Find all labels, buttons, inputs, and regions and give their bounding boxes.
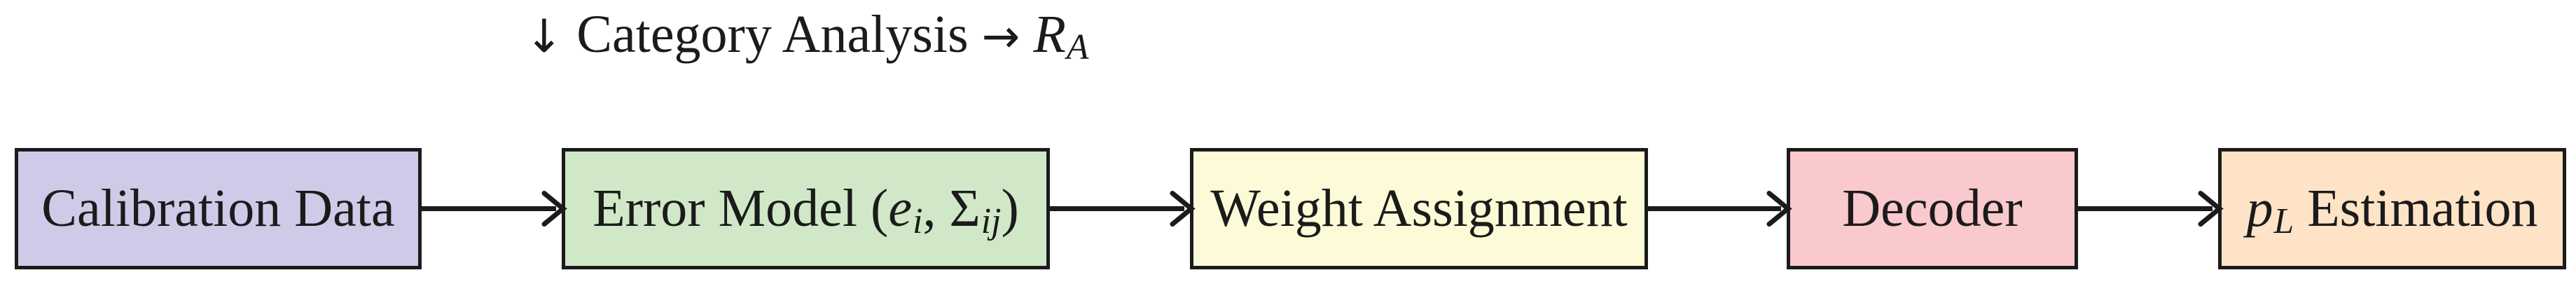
box-label: Weight Assignment	[1210, 179, 1628, 238]
label-separator: ,	[922, 179, 950, 238]
flow-box-pl-estimation: pL Estimation	[2218, 148, 2566, 269]
box-label: Decoder	[1842, 179, 2023, 238]
math-subscript-L: L	[2273, 201, 2294, 242]
math-var-e: e	[888, 179, 913, 238]
math-subscript-ij: ij	[981, 201, 1002, 242]
flow-box-calibration-data: Calibration Data	[15, 148, 422, 269]
flow-box-error-model: Error Model (ei, Σij)	[562, 148, 1050, 269]
label-text: )	[1001, 179, 1019, 238]
annotation-label: Category Analysis	[576, 5, 969, 64]
box-label: Error Model (ei, Σij)	[593, 178, 1019, 242]
box-label: Calibration Data	[41, 179, 395, 238]
flow-box-decoder: Decoder	[1787, 148, 2078, 269]
down-arrow-icon: ↓	[525, 10, 564, 63]
math-var-p: p	[2246, 179, 2273, 238]
math-subscript-A: A	[1066, 27, 1089, 68]
flow-box-weight-assignment: Weight Assignment	[1190, 148, 1648, 269]
flow-arrow	[2077, 191, 2224, 227]
math-sigma: Σ	[949, 179, 981, 238]
label-text: Estimation	[2294, 179, 2538, 238]
right-arrow-icon: →	[981, 10, 1020, 63]
label-text: Error Model (	[593, 179, 889, 238]
flow-arrow	[1647, 191, 1792, 227]
math-var-R: R	[1033, 5, 1066, 64]
flow-arrow	[1048, 191, 1196, 227]
box-label: pL Estimation	[2246, 178, 2538, 242]
flow-arrow	[420, 191, 567, 227]
category-analysis-annotation: ↓ Category Analysis → RA	[525, 4, 1089, 68]
math-subscript-i: i	[913, 201, 923, 242]
